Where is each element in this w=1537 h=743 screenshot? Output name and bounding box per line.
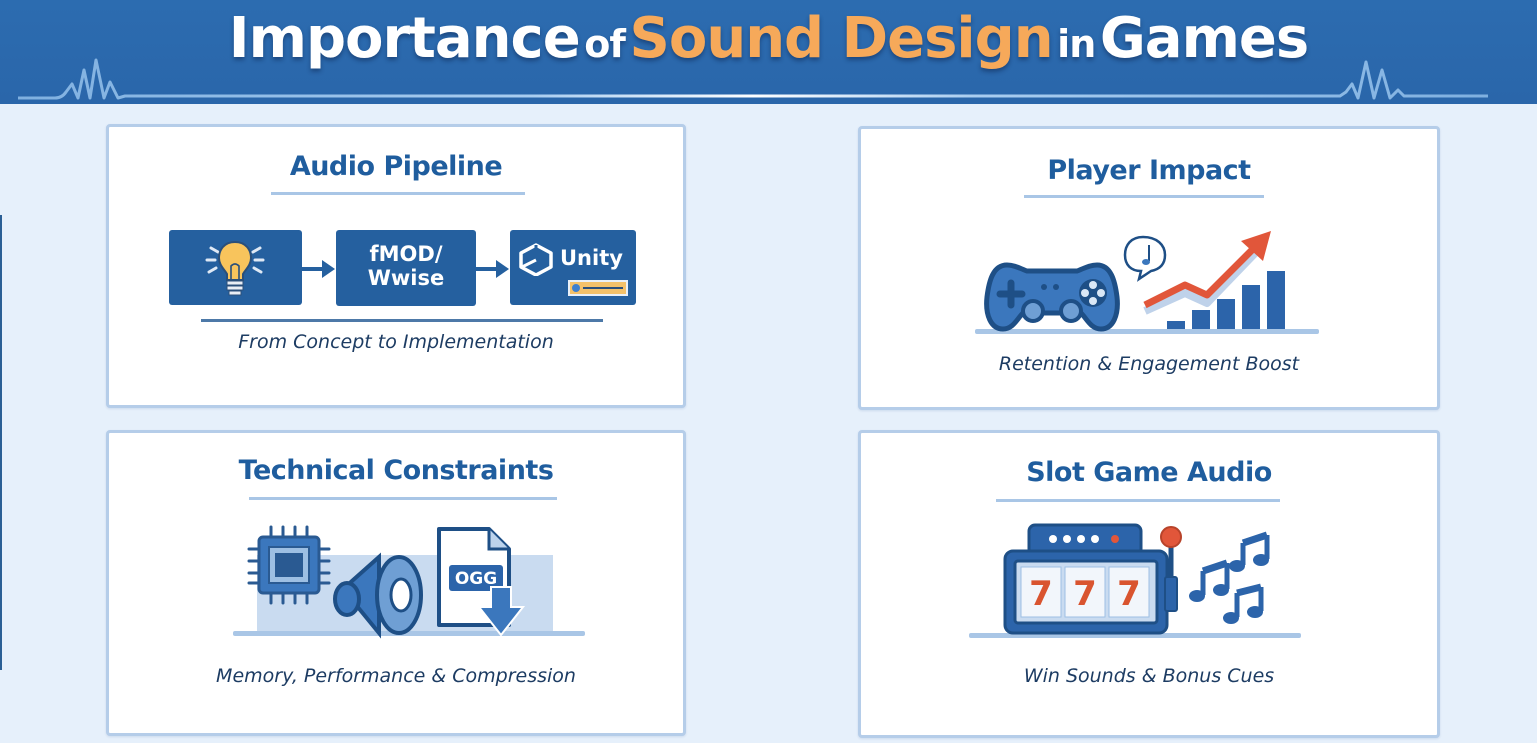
ogg-file-download-icon: OGG — [437, 527, 526, 637]
title-underline — [996, 499, 1280, 502]
lightbulb-icon — [205, 240, 265, 296]
slot-machine-icon: 7 7 7 — [1003, 523, 1182, 635]
unity-progress-bar — [568, 280, 628, 296]
card-title: Audio Pipeline — [289, 151, 503, 182]
header-banner: Importance of Sound Design in Games — [0, 0, 1537, 104]
middleware-label-1: fMOD/ — [369, 242, 443, 266]
file-type-label: OGG — [455, 569, 497, 589]
slot-game-illustration: 7 7 7 — [969, 523, 1301, 638]
ground-line — [975, 329, 1319, 334]
arrow-right-icon — [476, 260, 509, 278]
pipeline-step-concept — [169, 230, 302, 305]
page-title: Importance of Sound Design in Games — [0, 6, 1537, 71]
card-audio-pipeline: Audio Pipeline fMOD/ Wwise — [106, 124, 686, 408]
card-caption: Memory, Performance & Compression — [216, 665, 576, 687]
card-caption: Retention & Engagement Boost — [998, 353, 1300, 375]
left-edge-divider — [0, 215, 2, 670]
middleware-label-2: Wwise — [367, 266, 445, 290]
music-notes-icon — [1189, 531, 1270, 624]
title-highlight: Sound Design — [629, 6, 1054, 71]
reel-symbol: 7 — [1029, 574, 1053, 614]
pipeline-step-engine: Unity — [510, 230, 636, 305]
title-word-of: of — [584, 22, 626, 66]
sound-wave-icon — [18, 58, 1488, 100]
card-technical-constraints: Technical Constraints — [106, 430, 686, 736]
card-player-impact: Player Impact — [858, 126, 1440, 410]
fmod-logo-icon: fMOD/ Wwise — [336, 242, 476, 290]
title-word-in: in — [1057, 22, 1096, 66]
unity-logo-icon — [519, 243, 553, 276]
pipeline-baseline — [201, 319, 603, 322]
reel-symbol: 7 — [1073, 574, 1097, 614]
card-title: Player Impact — [1047, 155, 1251, 186]
card-caption: From Concept to Implementation — [238, 331, 554, 353]
pipeline-step-middleware: fMOD/ Wwise — [336, 230, 476, 306]
card-caption: Win Sounds & Bonus Cues — [1023, 665, 1275, 687]
trend-arrow-icon — [1143, 242, 1260, 309]
unity-label: Unity — [560, 246, 623, 270]
title-underline — [249, 497, 557, 500]
card-slot-game-audio: Slot Game Audio 7 7 7 — [858, 430, 1440, 738]
card-title: Technical Constraints — [238, 455, 554, 486]
technical-constraints-illustration: OGG — [233, 525, 585, 639]
growth-chart-icon — [1167, 271, 1285, 329]
arrow-right-icon — [302, 260, 335, 278]
cpu-chip-icon — [247, 525, 331, 605]
music-note-speech-bubble-icon — [1123, 235, 1167, 282]
title-underline — [271, 192, 525, 195]
gamepad-icon — [984, 262, 1120, 332]
card-title: Slot Game Audio — [1026, 457, 1272, 488]
speaker-icon — [333, 552, 423, 639]
player-impact-illustration — [975, 231, 1319, 334]
title-word-importance: Importance — [228, 6, 581, 71]
title-word-games: Games — [1099, 6, 1309, 71]
title-underline — [1024, 195, 1264, 198]
reel-symbol: 7 — [1117, 574, 1141, 614]
